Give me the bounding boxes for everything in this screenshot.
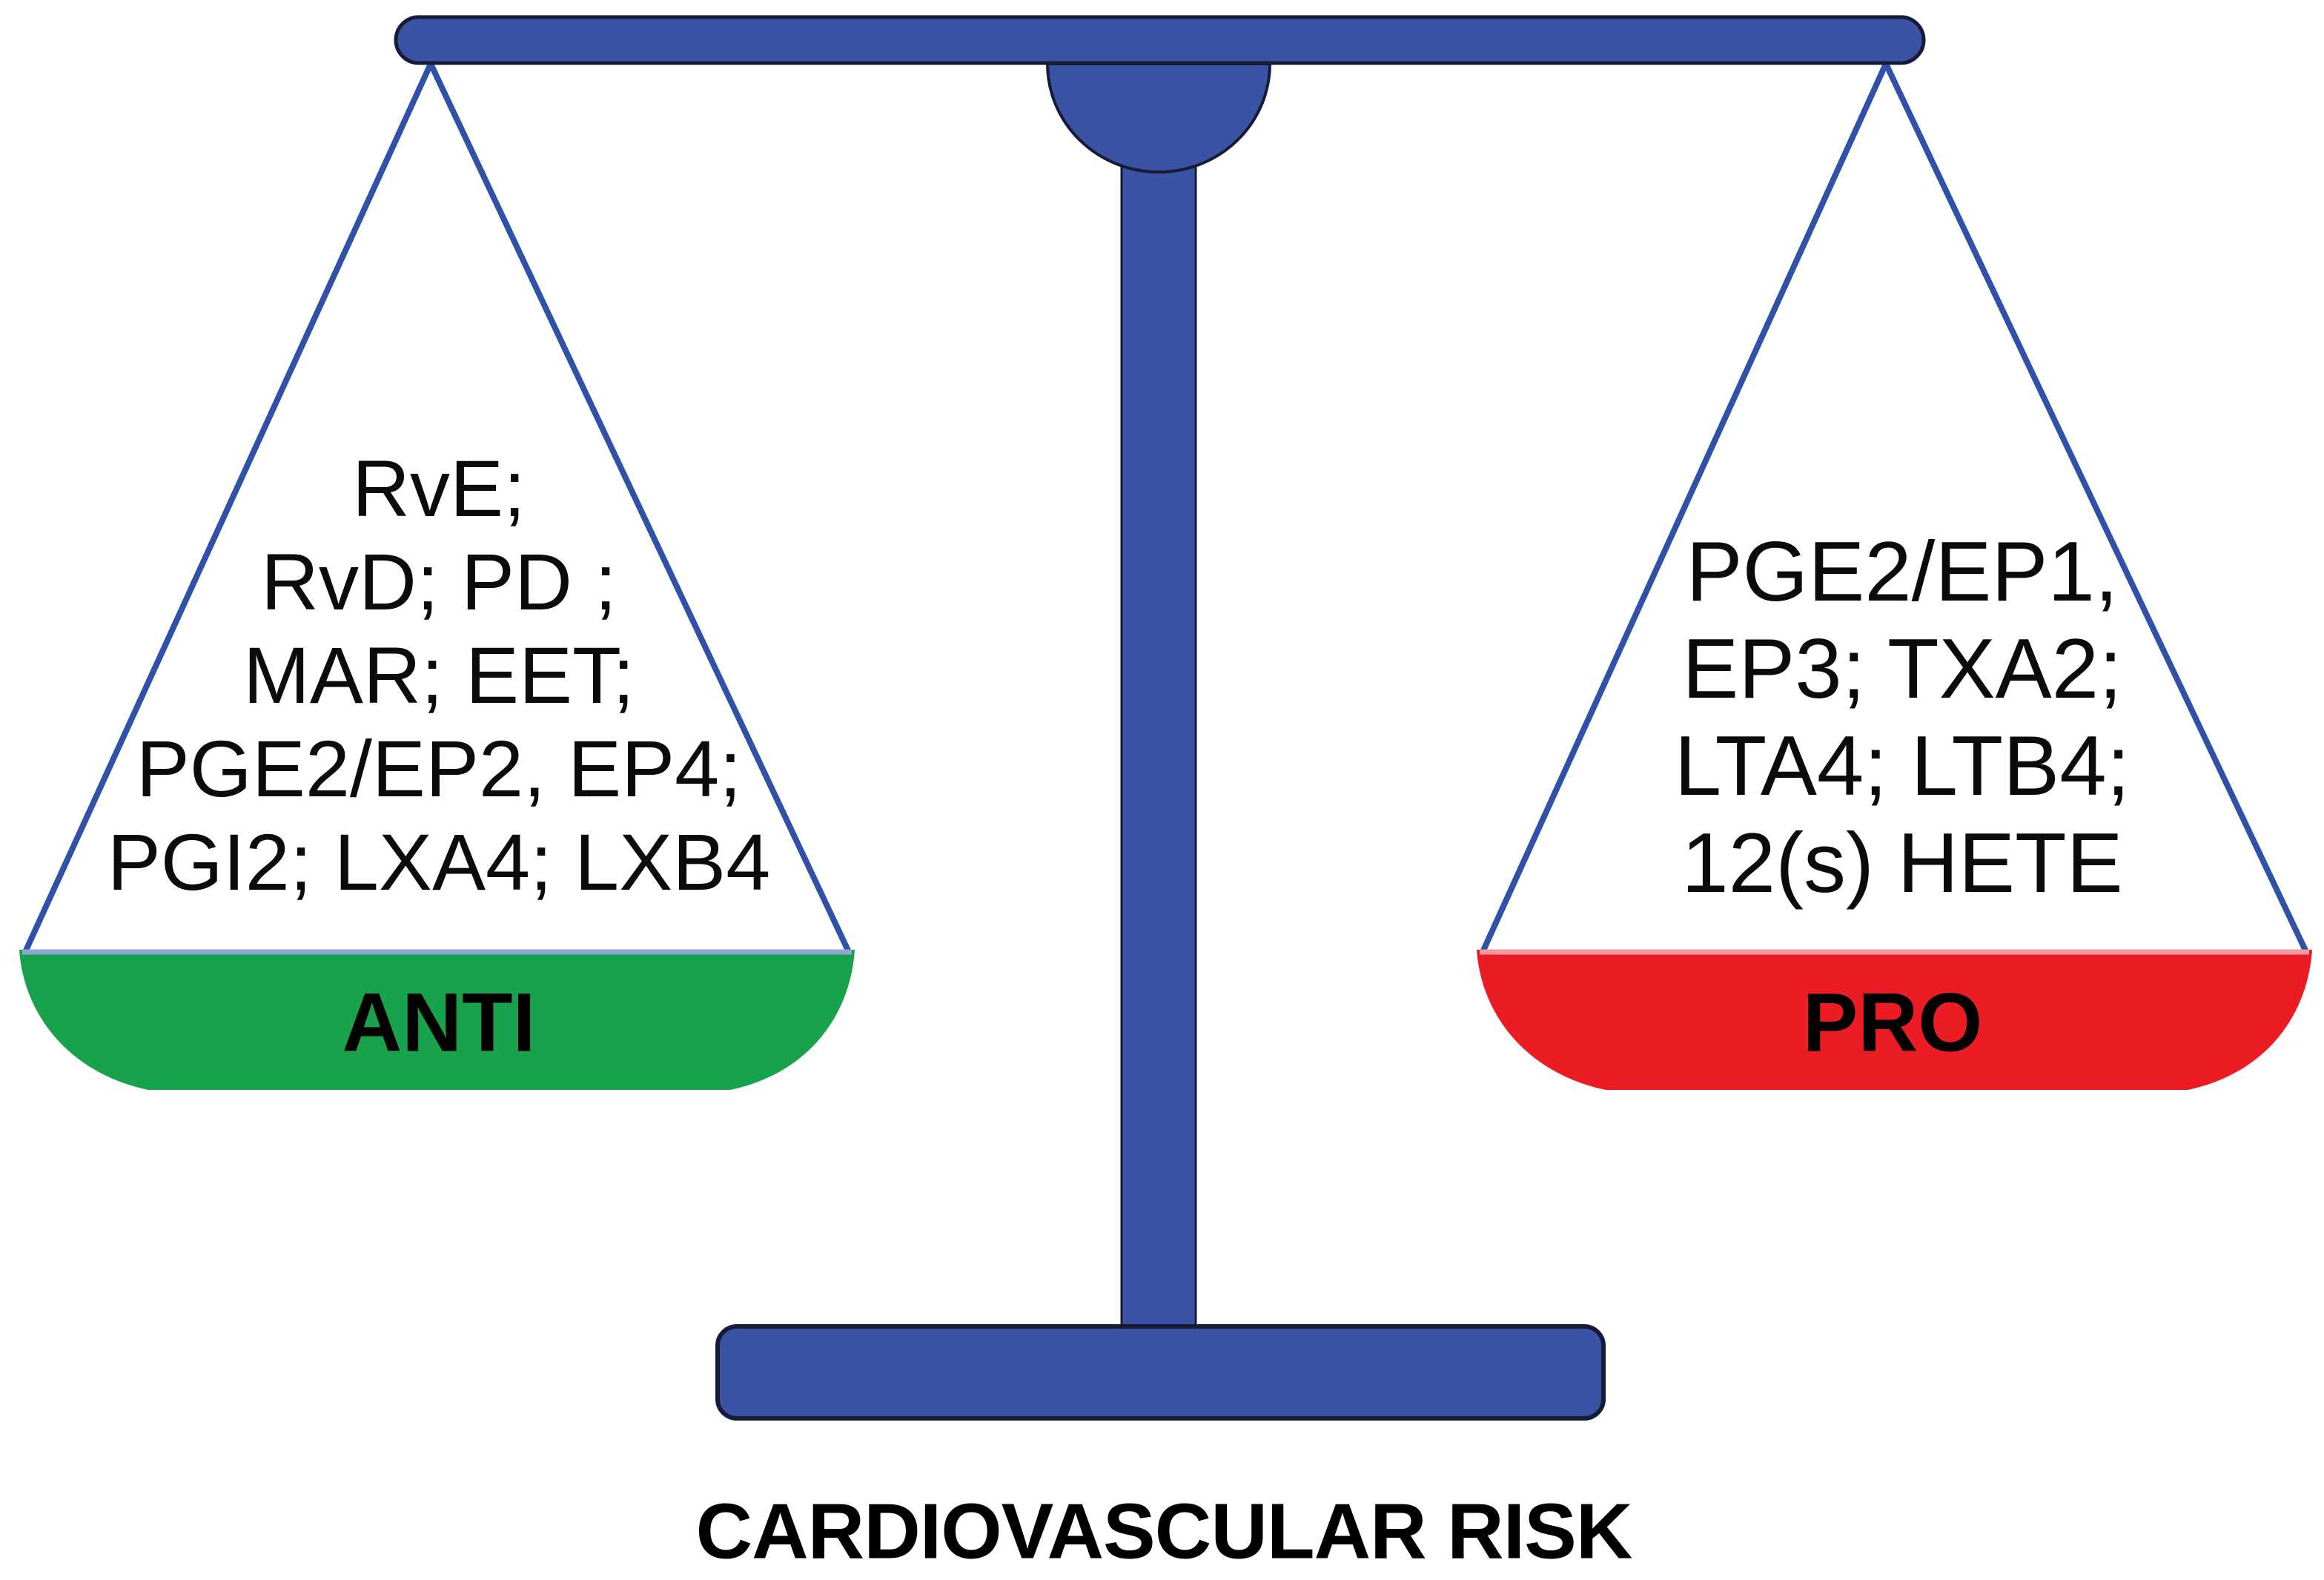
anti-label: ANTI	[342, 976, 536, 1069]
anti-mediator-line: MAR; EET;	[242, 630, 635, 720]
scale-beam	[394, 15, 1926, 65]
pro-pan-bowl	[1477, 950, 2312, 1090]
anti-pan-bowl	[19, 950, 855, 1090]
left-pan-string-left	[22, 62, 434, 953]
anti-mediator-line: PGI2; LXA4; LXB4	[107, 817, 771, 907]
anti-mediators-list: RvE; RvD; PD ; MAR; EET; PGE2/EP2, EP4; …	[107, 442, 771, 909]
scale-base	[715, 1324, 1606, 1421]
pro-mediator-line: 12(s) HETE	[1681, 816, 2123, 910]
pro-mediator-line: PGE2/EP1,	[1686, 525, 2119, 619]
left-pan-string-right	[428, 62, 852, 953]
pro-mediator-line: EP3; TXA2;	[1682, 622, 2122, 716]
scale-fulcrum-dome	[1045, 62, 1272, 173]
scale-pillar	[1120, 117, 1197, 1336]
cardiovascular-risk-title: CARDIOVASCULAR RISK	[695, 1487, 1633, 1576]
anti-mediator-line: PGE2/EP2, EP4;	[136, 724, 742, 813]
anti-mediator-line: RvD; PD ;	[260, 537, 618, 627]
right-pan-string-left	[1480, 62, 1889, 953]
pro-mediators-list: PGE2/EP1, EP3; TXA2; LTA4; LTB4; 12(s) H…	[1675, 523, 2131, 912]
right-pan-string-right	[1883, 62, 2309, 953]
anti-mediator-line: RvE;	[351, 443, 526, 533]
pro-mediator-line: LTA4; LTB4;	[1674, 719, 2131, 813]
pro-label: PRO	[1802, 976, 1983, 1069]
